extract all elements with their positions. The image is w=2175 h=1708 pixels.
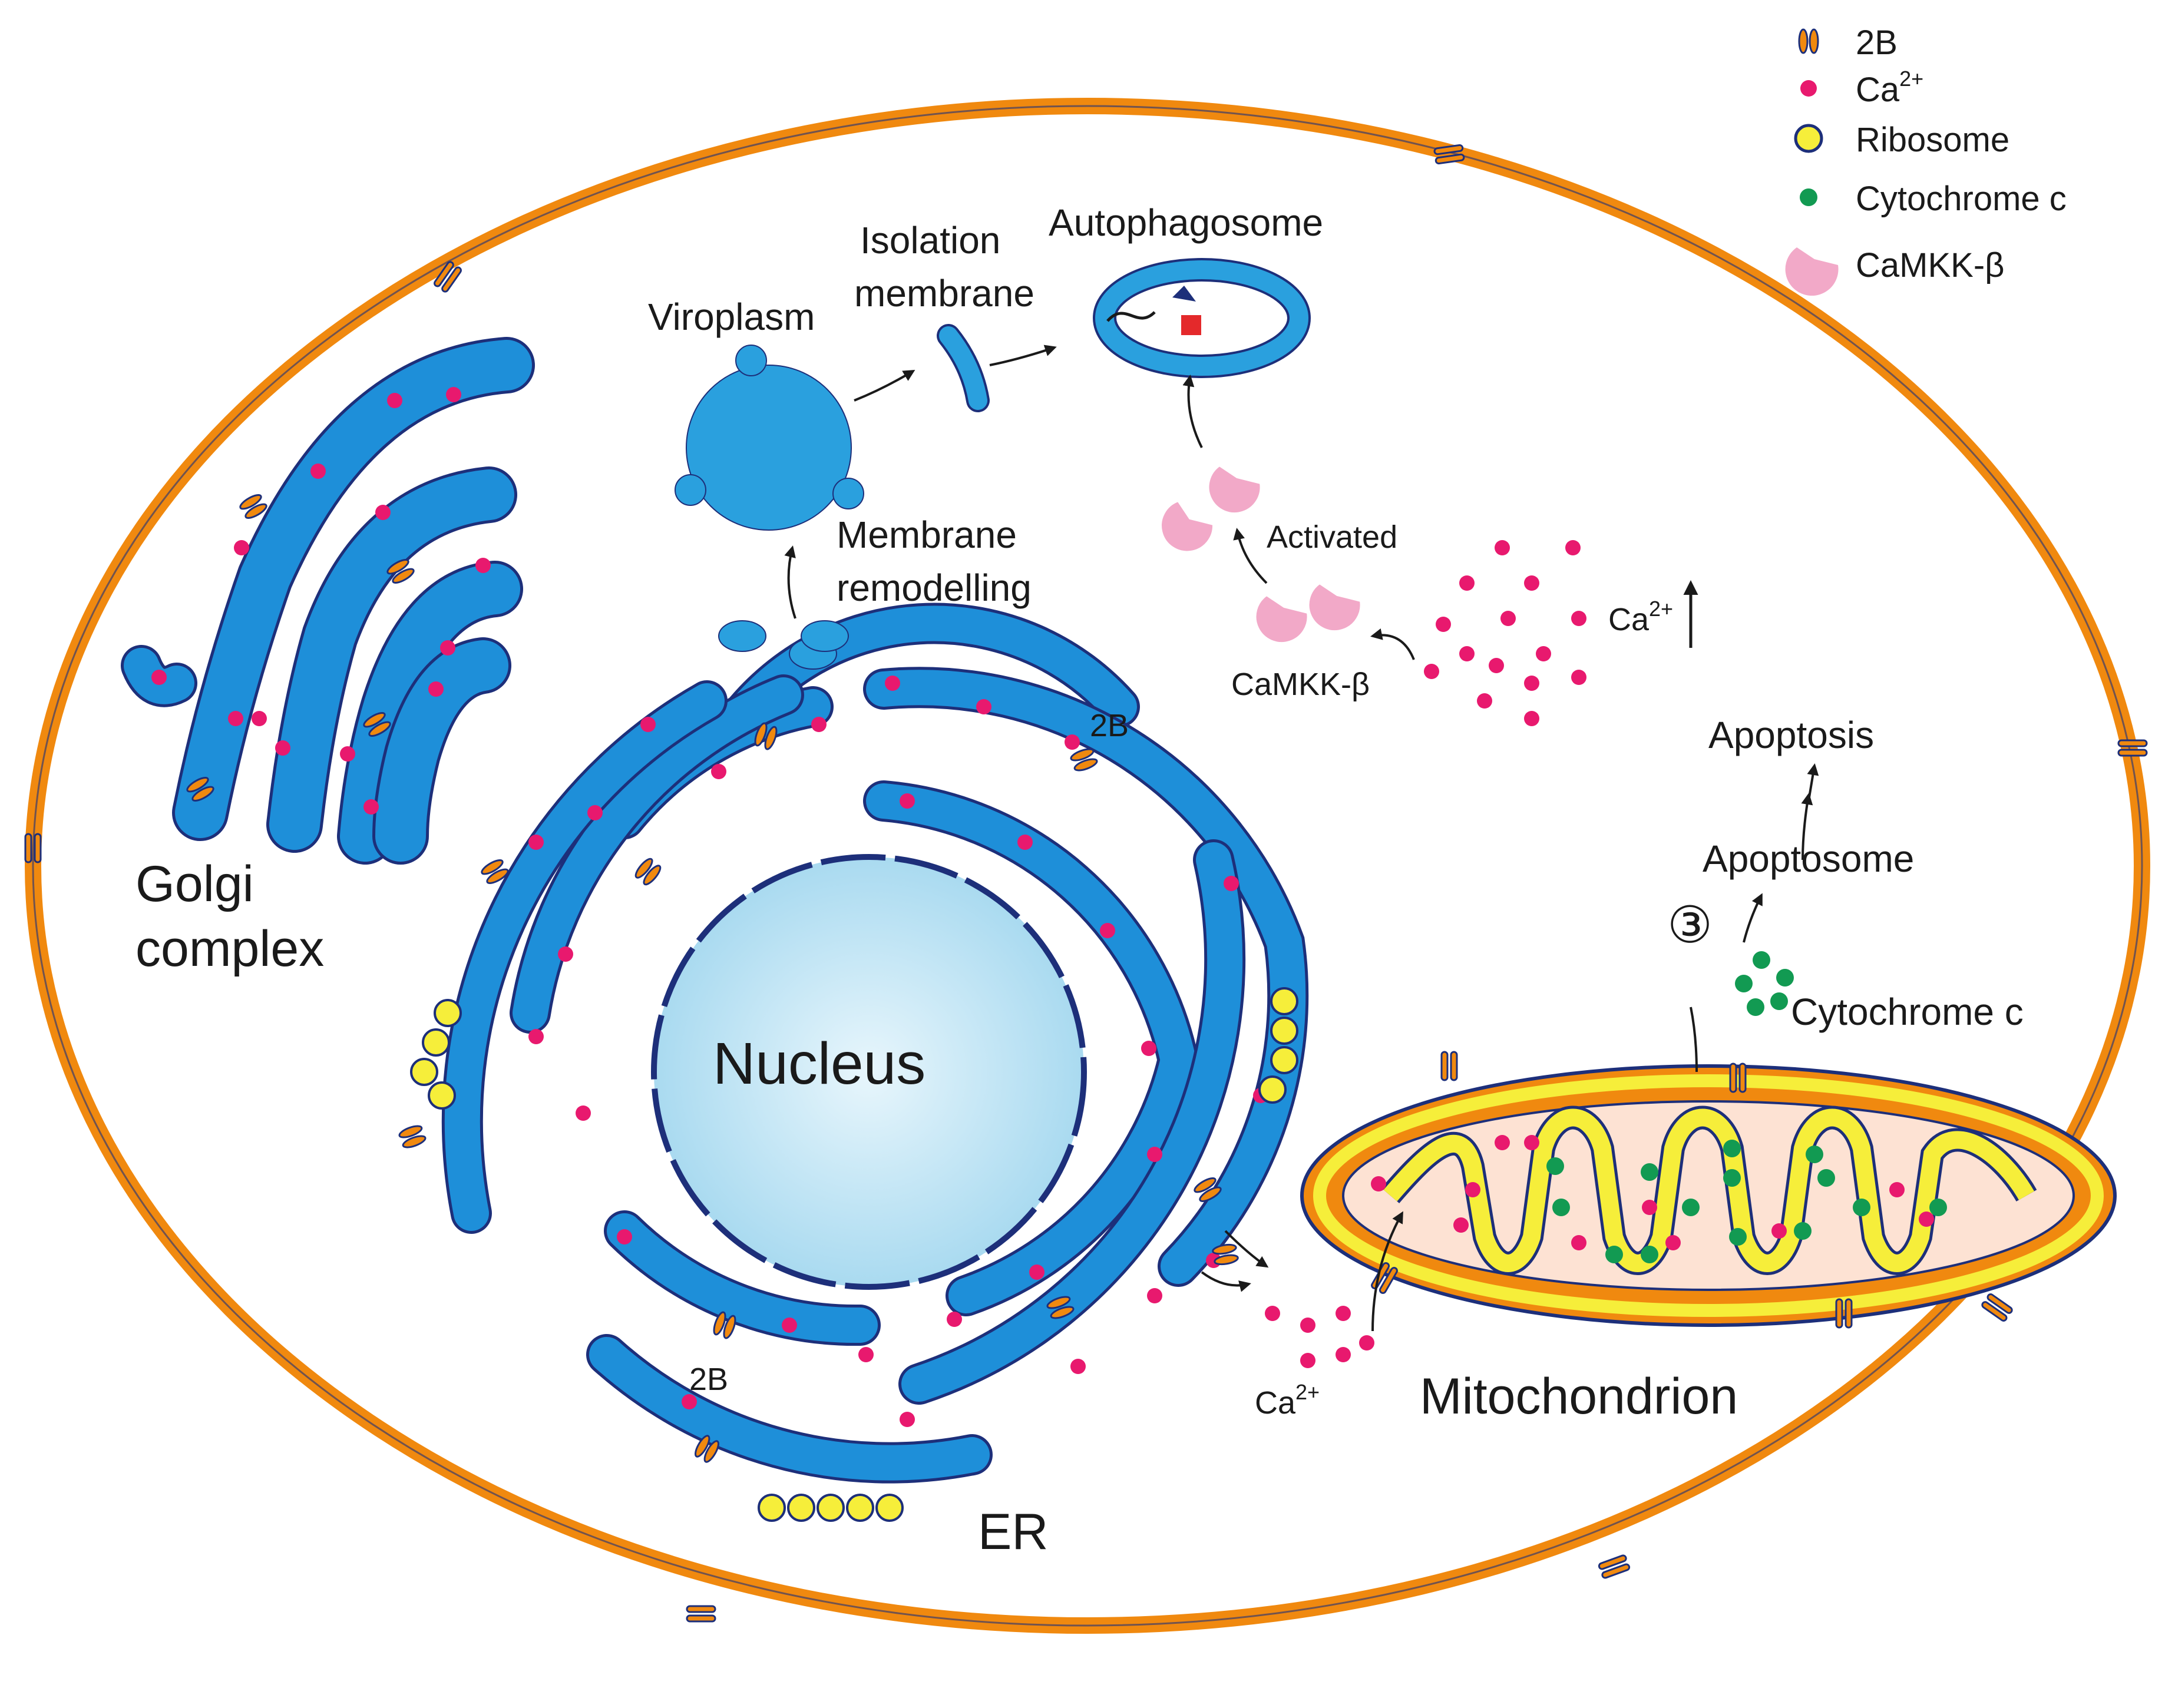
golgi-label: Golgi bbox=[135, 856, 254, 912]
cytochrome-c-dot-icon bbox=[1800, 188, 1817, 206]
er-calcium bbox=[528, 676, 1268, 1427]
free-calcium-cluster bbox=[1424, 540, 1586, 726]
camkk-label: CaMKK-β bbox=[1231, 667, 1370, 702]
golgi-label-2: complex bbox=[135, 921, 324, 977]
er-label: ER bbox=[978, 1504, 1048, 1560]
ca-release-label: Ca2+ bbox=[1255, 1380, 1320, 1421]
ca-up-label: Ca2+ bbox=[1608, 597, 1673, 637]
released-calcium bbox=[1265, 1306, 1374, 1368]
released-cytochrome-c bbox=[1735, 951, 1794, 1016]
legend: 2B Ca2+ Ribosome Cytochrome c CaMKK-β bbox=[1785, 24, 2067, 296]
isolation-membrane bbox=[937, 324, 990, 412]
autophagosome bbox=[1093, 258, 1311, 378]
cytochrome-c-label: Cytochrome c bbox=[1791, 991, 2024, 1033]
legend-item-calcium: Ca2+ bbox=[1856, 67, 1923, 109]
legend-item-ribosome: Ribosome bbox=[1856, 121, 2009, 159]
membrane-remodelling-label-2: remodelling bbox=[837, 567, 1032, 609]
nucleus-label: Nucleus bbox=[713, 1031, 925, 1097]
cell-membrane bbox=[24, 98, 2150, 1634]
golgi-calcium bbox=[151, 387, 491, 815]
vesicles bbox=[718, 620, 849, 670]
autophagosome-label: Autophagosome bbox=[1049, 201, 1323, 244]
mito-cytochrome-c bbox=[1546, 1140, 1947, 1263]
calcium-dot-icon bbox=[1800, 80, 1817, 97]
mitochondrion bbox=[1300, 1051, 2117, 1329]
er bbox=[441, 603, 1309, 1484]
protein-2b-icon bbox=[1798, 28, 1819, 54]
legend-item-camkk-beta: CaMKK-β bbox=[1856, 246, 2005, 284]
membrane-remodelling-label: Membrane bbox=[837, 514, 1017, 556]
camkk-beta-shapes bbox=[1159, 464, 1363, 645]
labels: Golgi complex Nucleus ER Mitochondrion V… bbox=[135, 201, 2024, 1560]
activated-label: Activated bbox=[1267, 519, 1397, 555]
legend-item-cytochrome-c: Cytochrome c bbox=[1856, 180, 2067, 218]
apoptosome-label: Apoptosome bbox=[1703, 838, 1914, 880]
er-ribosomes bbox=[410, 987, 1298, 1522]
viroplasm bbox=[675, 345, 864, 531]
step-marker: ③ bbox=[1667, 897, 1713, 954]
nucleus bbox=[651, 854, 1087, 1290]
golgi-complex bbox=[121, 337, 535, 865]
isolation-membrane-label: Isolation bbox=[860, 219, 1000, 262]
mitochondrion-label: Mitochondrion bbox=[1420, 1368, 1738, 1425]
camkk-beta-icon bbox=[1785, 247, 1839, 296]
viroplasm-label: Viroplasm bbox=[648, 296, 815, 338]
ribosome-icon bbox=[1794, 124, 1823, 153]
pathway-arrows bbox=[784, 345, 1819, 1332]
legend-item-2b: 2B bbox=[1856, 24, 1898, 62]
isolation-membrane-label-2: membrane bbox=[854, 272, 1034, 315]
mito-calcium bbox=[1371, 1135, 1934, 1250]
er-2b-bottom-label: 2B bbox=[689, 1362, 728, 1397]
apoptosis-label: Apoptosis bbox=[1708, 714, 1874, 756]
er-2b-top-label: 2B bbox=[1090, 708, 1129, 743]
